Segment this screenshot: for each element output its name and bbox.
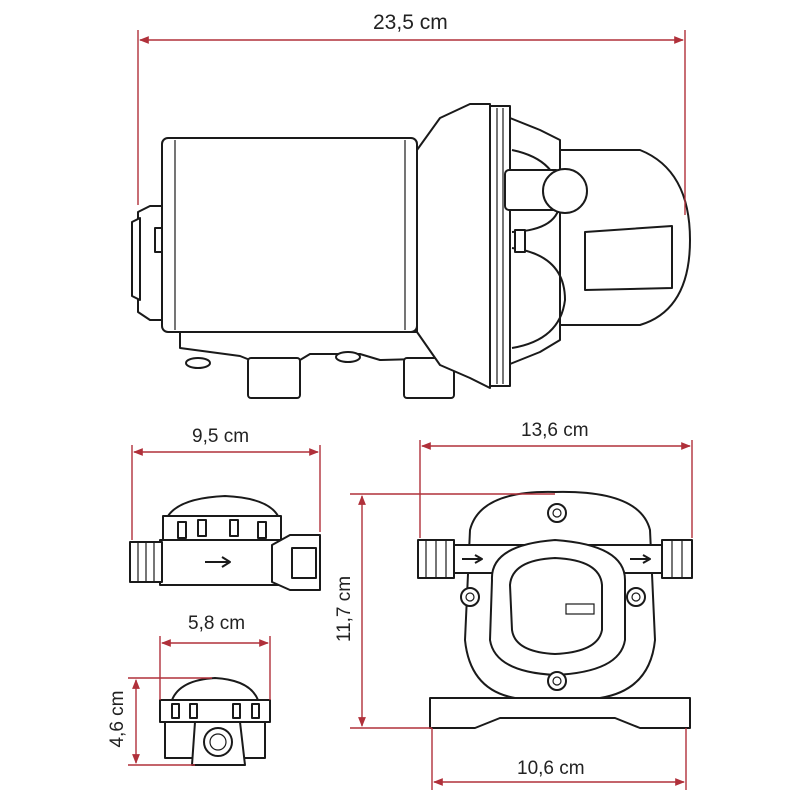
pump-front-view bbox=[417, 490, 693, 729]
dimension-length-front-label: 13,6 cm bbox=[521, 420, 589, 441]
dimension-height-small-label: 4,6 cm bbox=[107, 690, 128, 748]
pump-side-view bbox=[131, 103, 691, 399]
pump-head-side-view bbox=[129, 495, 321, 591]
dimension-lines bbox=[128, 30, 693, 790]
dimension-length-top-label: 23,5 cm bbox=[373, 11, 448, 34]
dimension-width-side-label: 9,5 cm bbox=[192, 426, 250, 447]
dimension-base-front-label: 10,6 cm bbox=[517, 758, 585, 779]
pump-head-front-view bbox=[159, 677, 271, 766]
dimension-height-front-label: 11,7 cm bbox=[334, 575, 355, 643]
dimension-width-small-label: 5,8 cm bbox=[188, 613, 246, 634]
